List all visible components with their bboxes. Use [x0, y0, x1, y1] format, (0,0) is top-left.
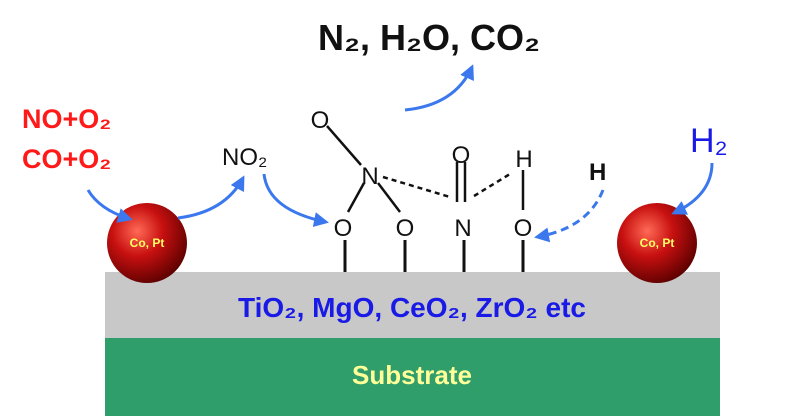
products-label: N₂, H₂O, CO₂ — [318, 17, 540, 58]
atom-nitrogen-nitrate: N — [361, 163, 378, 190]
particle-label-left: Co, Pt — [130, 236, 165, 250]
reactant-co-o2: CO+O₂ — [22, 144, 111, 174]
catalyst-particle-right: Co, Pt — [617, 203, 697, 283]
support-oxide-label: TiO₂, MgO, CeO₂, ZrO₂ etc — [238, 292, 586, 323]
no2-label: NO₂ — [222, 144, 267, 171]
dashed-bonds — [382, 172, 511, 199]
atom-oxygen-hydroxyl: O — [514, 215, 533, 242]
arrow-h2-to-particle — [671, 162, 714, 215]
arrow-particle-to-no2 — [177, 175, 245, 220]
arrow-h-spillover — [534, 189, 605, 243]
arrow-reactants-to-particle — [86, 189, 133, 223]
reactant-no-o2: NO+O₂ — [22, 104, 111, 134]
atom-oxygen-bound-2: O — [396, 215, 415, 242]
substrate-label: Substrate — [352, 360, 472, 390]
hydrogen-atom-label: H — [589, 159, 606, 186]
atom-nitrogen-nitrite: N — [454, 215, 471, 242]
atom-oxygen-nitrite: O — [452, 142, 471, 169]
substrate-layer — [105, 338, 720, 416]
surface-bonds — [343, 240, 525, 272]
arrow-no2-to-surface — [262, 173, 329, 227]
atom-oxygen-bound-1: O — [334, 215, 353, 242]
arrow-to-products — [404, 64, 474, 112]
hydrogen-gas-label: H₂ — [690, 122, 728, 160]
molecular-bonds — [326, 125, 525, 213]
support-oxide-layer — [105, 272, 720, 338]
atom-oxygen-top: O — [311, 107, 330, 134]
particle-label-right: Co, Pt — [640, 236, 675, 250]
atom-hydrogen-hydroxyl: H — [515, 146, 532, 173]
catalyst-particle-left: Co, Pt — [107, 203, 187, 283]
